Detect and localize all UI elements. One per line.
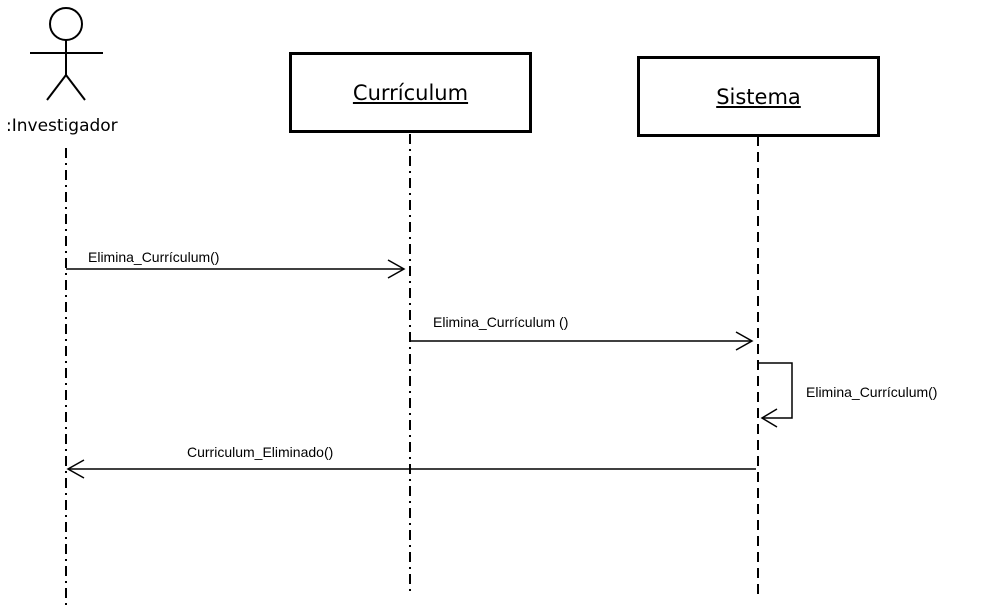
actor-label: :Investigador xyxy=(6,116,118,136)
message-label-2: Elimina_Currículum () xyxy=(433,314,569,330)
message-label-3: Elimina_Currículum() xyxy=(806,384,938,400)
object-label-sistema: Sistema xyxy=(716,84,801,109)
return-message-arrow xyxy=(66,459,756,479)
actor-stick-figure-icon xyxy=(30,7,103,101)
message-label-1: Elimina_Currículum() xyxy=(88,249,220,265)
message-label-4: Curriculum_Eliminado() xyxy=(187,444,334,460)
message-arrow-1 xyxy=(66,259,406,279)
object-box-sistema: Sistema xyxy=(637,56,880,137)
object-label-curriculum: Currículum xyxy=(352,80,469,105)
object-box-curriculum: Currículum xyxy=(289,52,532,133)
self-call-arrow xyxy=(758,362,793,428)
message-arrow-2 xyxy=(410,331,754,351)
